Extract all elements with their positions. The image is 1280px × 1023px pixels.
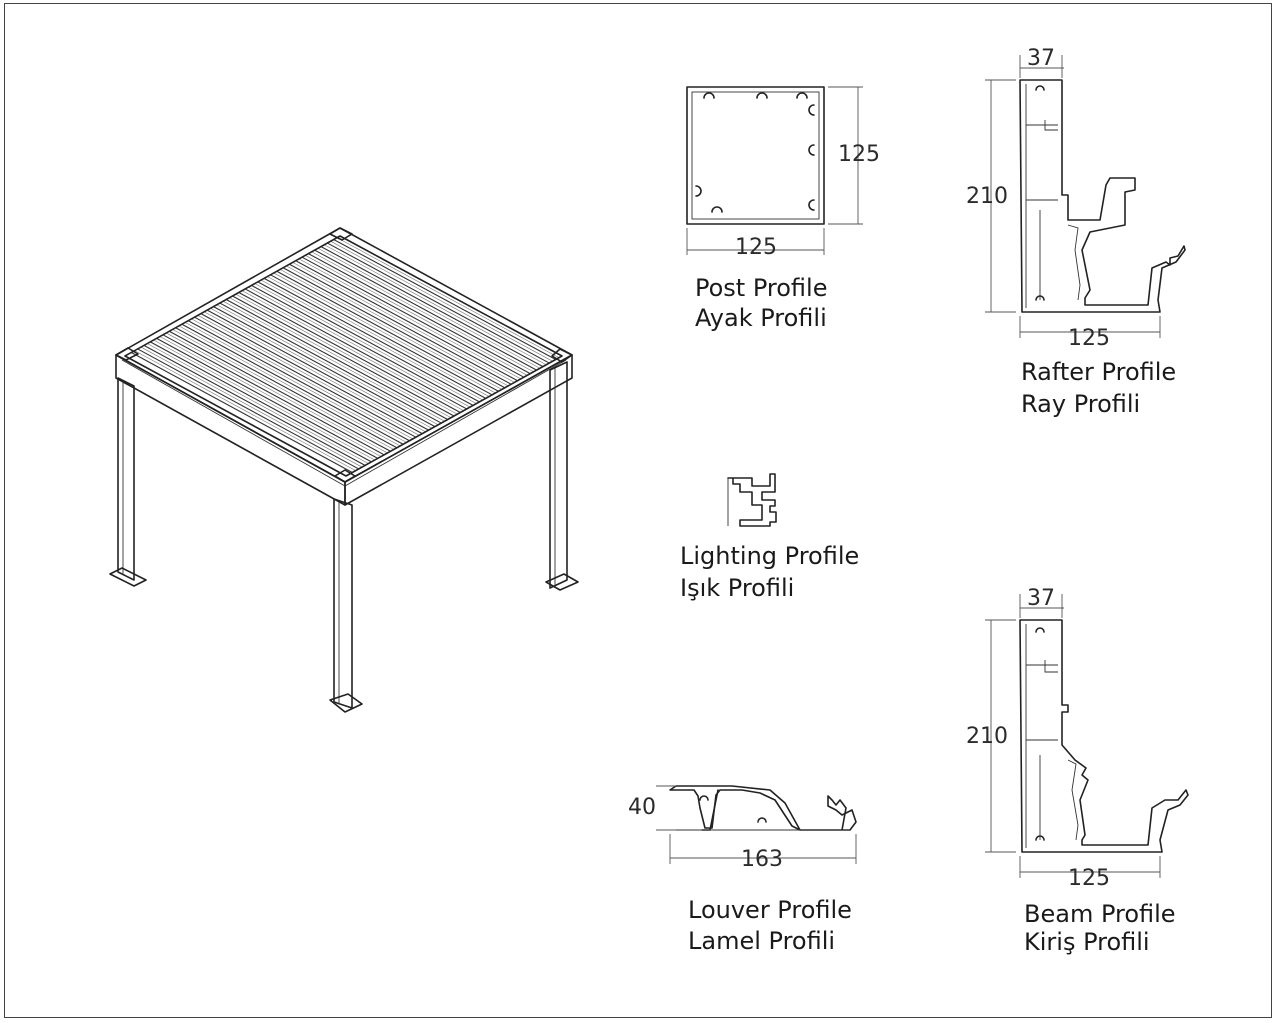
rafter-profile-width-dimension: 125 (1068, 326, 1110, 351)
louver-slat-edge (216, 304, 439, 425)
louver-slat (131, 351, 353, 473)
louver-slat-edge (184, 321, 407, 443)
post-profile-title: Post Profile (695, 274, 828, 302)
louver-slat-edge (203, 311, 426, 432)
louver-slat (251, 284, 474, 406)
louver-slat-edge (273, 272, 496, 394)
louver-slat (156, 337, 379, 459)
louver-slat-edge (292, 261, 515, 383)
rafter-profile-height-dimension: 210 (966, 184, 1008, 209)
louver-profile-height-dimension: 40 (628, 795, 656, 820)
louver-slat (175, 327, 398, 449)
louver-profile-subtitle: Lamel Profili (688, 927, 836, 955)
louver-slat (143, 344, 366, 466)
louver-slat-edge (159, 336, 381, 457)
louver-slat-edge (241, 290, 464, 411)
louver-slat (276, 270, 499, 392)
rafter-profile-top-dimension: 37 (1027, 46, 1055, 71)
louver-slat-edge (172, 329, 394, 450)
louver-slats (131, 237, 559, 473)
rafter-profile-subtitle: Ray Profili (1021, 390, 1141, 418)
louver-slat-edge (178, 325, 400, 447)
beam-profile-title: Beam Profile (1024, 900, 1176, 928)
louver-slat-edge (323, 244, 547, 365)
louver-slat (238, 291, 461, 413)
sheet-border (4, 3, 1272, 1018)
louver-slat (289, 263, 512, 385)
louver-profile-width-dimension: 163 (741, 847, 783, 872)
louver-slat-edge (134, 350, 356, 471)
post-profile-subtitle: Ayak Profili (695, 304, 827, 332)
lighting-profile-title: Lighting Profile (680, 542, 860, 570)
louver-slat (219, 302, 442, 424)
louver-slat-edge (279, 269, 502, 390)
louver-slat-edge (304, 254, 528, 376)
louver-slat (263, 277, 487, 399)
louver-slat-edge (260, 279, 483, 401)
louver-slat (244, 288, 467, 410)
louver-slat-edge (210, 307, 432, 429)
louver-slat (257, 281, 480, 403)
louver-slat (137, 348, 359, 470)
pergola-frame (109, 227, 579, 713)
louver-slat (295, 260, 518, 382)
post-profile-height-dimension: 125 (838, 142, 880, 167)
louver-slat-edge (229, 297, 451, 418)
louver-slat (333, 239, 556, 361)
louver-slat (327, 242, 550, 364)
louver-slat-edge (266, 276, 489, 397)
louver-slat (169, 330, 391, 452)
louver-slat (225, 299, 448, 421)
louver-slat-edge (140, 346, 362, 468)
louver-slat-edge (254, 283, 477, 404)
rafter-profile-title: Rafter Profile (1021, 358, 1177, 386)
louver-slat (194, 316, 417, 438)
louver-slat-edge (165, 332, 388, 454)
louver-slat (150, 341, 372, 463)
louver-slat-edge (222, 300, 445, 422)
beam-profile-width-dimension: 125 (1068, 866, 1110, 891)
louver-profile-title: Louver Profile (688, 896, 852, 924)
louver-slat-edge (330, 240, 553, 362)
louver-slat-edge (191, 318, 413, 439)
louver-slat (301, 256, 525, 378)
louver-slat (187, 320, 410, 442)
louver-slat-edge (248, 286, 470, 408)
post-clip-slots (695, 92, 815, 213)
louver-slat-edge (146, 343, 369, 464)
louver-slat (270, 274, 493, 396)
louver-slat (181, 323, 404, 445)
louver-slat-edge (285, 265, 508, 387)
louver-slat (282, 267, 506, 389)
lighting-profile-subtitle: Işık Profili (680, 574, 795, 602)
louver-slat-edge (197, 314, 420, 436)
louver-slat-edge (311, 251, 534, 372)
louver-slat-edge (317, 247, 540, 369)
beam-profile-subtitle: Kiriş Profili (1024, 928, 1150, 956)
louver-slat-edge (298, 258, 521, 379)
louver-slat-edge (336, 237, 559, 358)
louver-slat (308, 253, 531, 375)
louver-slat-edge (235, 293, 458, 415)
beam-profile-top-dimension: 37 (1027, 586, 1055, 611)
louver-slat (213, 306, 436, 428)
beam-profile-height-dimension: 210 (966, 724, 1008, 749)
louver-slat (200, 313, 423, 435)
louver-slat (206, 309, 429, 431)
louver-slat (162, 334, 385, 456)
louver-slat-edge (153, 339, 375, 461)
louver-slat (232, 295, 455, 417)
louver-slat (314, 249, 537, 371)
post-profile-width-dimension: 125 (735, 235, 777, 260)
louver-slat (320, 246, 544, 368)
